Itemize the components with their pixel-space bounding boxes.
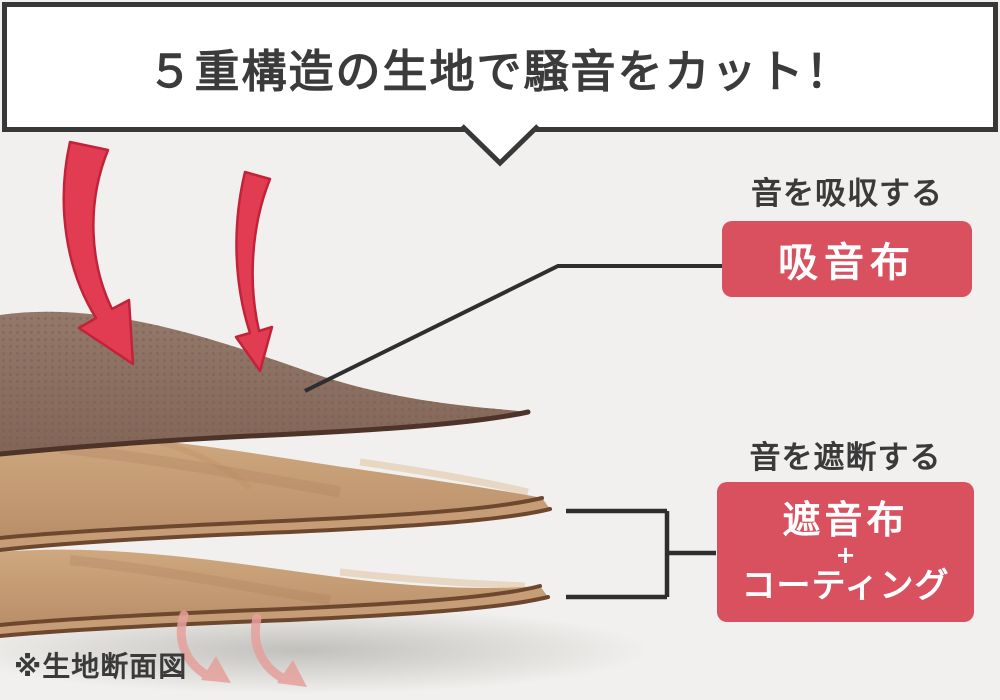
caption-absorb: 音を吸収する <box>751 176 943 212</box>
coating-line-2a <box>0 584 542 627</box>
damped-arrow-right-icon <box>250 613 307 687</box>
label-block-line1: 遮音布 <box>782 498 909 542</box>
page-title: ５重構造の生地で騒音をカット！ <box>147 44 853 98</box>
caption-block: 音を遮断する <box>749 440 942 476</box>
noise-arrow-large-icon <box>62 140 135 366</box>
fabric-layer-absorb <box>0 311 531 457</box>
label-block-line2: コーティング <box>741 566 950 606</box>
headline-bubble: ５重構造の生地で騒音をカット！ <box>2 2 998 132</box>
label-block-cloth: 遮音布 + コーティング <box>717 482 974 622</box>
noise-arrow-small-icon <box>234 170 274 373</box>
coating-line-2b <box>0 595 550 638</box>
coating-line-1b <box>0 507 552 552</box>
label-absorb-cloth: 吸音布 <box>722 221 972 297</box>
coating-line-1a <box>0 496 544 540</box>
label-block-plus: + <box>835 541 856 569</box>
cross-section-note: ※生地断面図 <box>14 650 188 683</box>
damped-arrow-left-icon <box>176 610 231 683</box>
label-absorb-cloth-text: 吸音布 <box>778 240 916 286</box>
leader-bracket-block <box>566 508 716 600</box>
fabric-layer-block-2 <box>0 549 550 638</box>
fabric-layer-block-1 <box>0 433 552 552</box>
leader-line-absorb <box>304 264 722 393</box>
